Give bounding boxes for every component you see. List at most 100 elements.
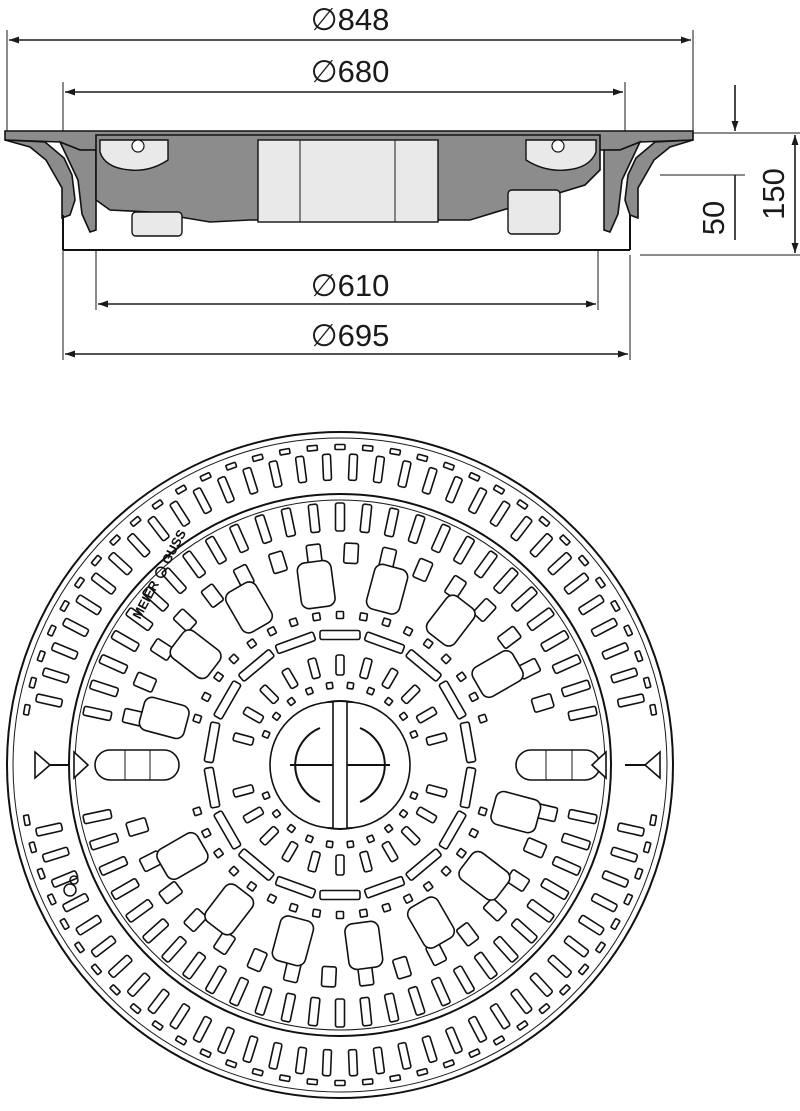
vent-slot [471,649,524,699]
vent-slot [201,827,212,839]
vent-slot [359,850,373,873]
vent-slot [307,850,321,873]
vent-slot [334,998,346,1028]
vent-slot [307,503,321,534]
vent-slot [409,729,419,739]
vent-slot [578,963,590,976]
vent-slot [246,881,258,892]
vent-slot [288,617,299,628]
vent-slot-pattern [22,443,658,1087]
vent-slot [442,461,455,471]
vent-slot [41,667,70,684]
vent-slot [229,976,250,1007]
vent-slot [205,965,227,995]
vent-slot [551,654,582,675]
vent-slot [492,1035,506,1046]
vent-slot [642,676,652,689]
vent-slot [363,875,406,899]
vent-slot [192,806,203,817]
vent-slot [109,984,121,996]
vent-slot [334,443,346,451]
vent-slot [529,972,554,997]
dim-label-848: ∅848 [311,2,390,37]
vent-slot [62,617,90,638]
vent-slot [261,729,271,739]
vent-slot [126,533,151,558]
vent-slot [232,732,255,746]
vent-slot [530,693,555,713]
vent-slot [610,667,639,684]
vent-slot [217,1026,235,1055]
vent-slot [50,870,79,888]
vent-slot [281,667,299,690]
vent-slot [458,850,511,901]
vent-slot [108,551,133,576]
vent-slot [296,559,336,610]
vent-slot [259,684,280,705]
vent-slot [266,626,278,637]
vent-slot [89,832,120,851]
vent-slot [616,693,645,708]
vent-slot [232,784,255,798]
vent-slot [538,515,551,527]
vent-slot [563,935,590,958]
vent-slot [46,624,57,637]
vent-slot [366,834,376,844]
vent-slot [335,854,345,876]
vent-slot [559,984,571,996]
vent-slot [82,705,113,722]
vent-slot [334,502,346,532]
vent-slot [110,878,140,900]
vent-slot [425,784,448,798]
vent-slot [199,471,212,482]
vent-slot [251,1067,264,1077]
vent-slot [563,572,590,595]
vent-slot [623,624,634,637]
vent-slot [174,1035,188,1046]
vent-slot [529,533,554,558]
vent-slot [278,1074,291,1083]
vent-slot [204,883,255,936]
vent-slot [224,581,274,634]
vent-slot [36,650,46,663]
vent-slot [82,808,113,825]
vent-slot [125,607,154,632]
vent-slot [213,847,224,859]
vent-slot [366,686,376,696]
vent-slot [415,806,438,824]
vent-slot [246,638,258,649]
vent-slot [242,466,259,495]
vent-slot [397,460,412,489]
vent-slot [271,711,282,721]
vent-slot [381,667,399,690]
vent-slot [421,1035,438,1064]
vent-slot [74,941,85,954]
vent-slot [510,586,538,612]
vent-slot [228,865,240,877]
vent-slot [409,791,419,801]
vent-slot [22,703,31,716]
vent-slot [280,992,297,1023]
vent-slot [268,550,288,575]
vent-slot [90,572,117,595]
vent-slot [547,551,572,576]
vent-slot [493,935,519,963]
vent-slot [129,1003,142,1015]
vent-slot [601,642,630,660]
vent-slot [138,696,190,740]
vent-slot [567,808,598,825]
vent-slot [623,893,634,906]
vent-slot [595,576,606,589]
vent-slot [306,444,319,452]
vent-slot [169,500,191,527]
vent-slot [384,823,394,834]
vent-slot [398,711,409,721]
vent-slot [347,453,359,482]
vent-slot [560,679,591,698]
vent-slot [346,840,355,849]
vent-slot [271,809,282,819]
vent-slot [59,917,70,931]
vent-slot [649,703,658,716]
vent-slot [311,908,322,918]
